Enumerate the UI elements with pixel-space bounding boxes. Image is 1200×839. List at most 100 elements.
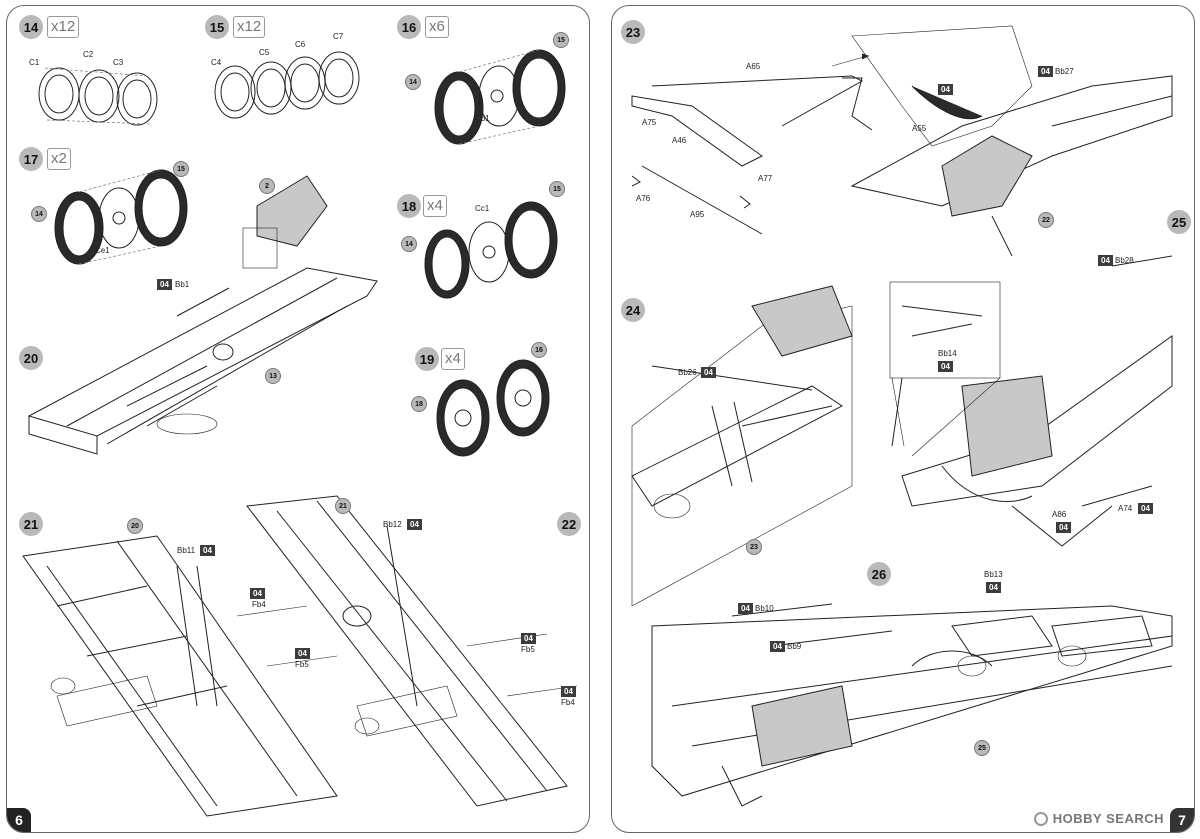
step-19-wheels: [436, 359, 550, 457]
step-14-rings: [38, 67, 158, 126]
part-label-a55: A55: [912, 124, 927, 133]
step-17-marker: 17: [19, 147, 43, 171]
ref-15-step18: 15: [549, 181, 565, 197]
step-16-quantity: x6: [425, 16, 449, 38]
right-page-artwork: [631, 25, 1173, 807]
paint-code-bb13: 04: [986, 582, 1001, 593]
step-18-wheel: [424, 201, 558, 299]
step-21-marker: 21: [19, 512, 43, 536]
paint-code-bb9: 04: [770, 641, 785, 652]
part-label-fb5-b: Fb5: [521, 645, 535, 654]
part-label-bb14: Bb14: [938, 349, 957, 358]
right-page: 23 24 25 26 A65 A75 A46 A76 A95 A77 04 A…: [611, 5, 1195, 833]
part-label-bb9: Bb9: [787, 642, 802, 651]
ref-13: 13: [265, 368, 281, 384]
part-label-c3: C3: [113, 58, 124, 67]
step-23-marker: 23: [621, 20, 645, 44]
step-17-quantity: x2: [47, 148, 71, 170]
ref-22: 22: [1038, 212, 1054, 228]
part-label-a74: A74: [1118, 504, 1133, 513]
paint-code-bb1: 04: [157, 279, 172, 290]
watermark-text: HOBBY SEARCH: [1052, 811, 1164, 826]
part-label-ce1: Ce1: [95, 246, 110, 255]
ref-14-step16: 14: [405, 74, 421, 90]
part-label-a86: A86: [1052, 510, 1067, 519]
part-label-fb4-a: Fb4: [252, 600, 266, 609]
part-label-a77: A77: [758, 174, 773, 183]
ref-14-step17: 14: [31, 206, 47, 222]
part-label-a76: A76: [636, 194, 651, 203]
paint-code-a86: 04: [1056, 522, 1071, 533]
step-14-marker: 14: [19, 15, 43, 39]
step-16-marker: 16: [397, 15, 421, 39]
step-24-marker: 24: [621, 298, 645, 322]
part-label-cc1: Cc1: [475, 204, 490, 213]
ref-21: 21: [335, 498, 351, 514]
ref-18: 18: [411, 396, 427, 412]
ref-2: 2: [259, 178, 275, 194]
ref-23: 23: [746, 539, 762, 555]
paint-code-bb12: 04: [407, 519, 422, 530]
page-number-left: 6: [7, 808, 31, 832]
step-18-marker: 18: [397, 194, 421, 218]
ref-15-step17: 15: [173, 161, 189, 177]
step-14-quantity: x12: [47, 16, 80, 38]
part-label-bb1: Bb1: [175, 280, 190, 289]
step-20-chassis: [27, 175, 378, 455]
part-label-c2: C2: [83, 50, 94, 59]
part-label-a95: A95: [690, 210, 705, 219]
hobby-search-logo-icon: [1033, 811, 1048, 826]
part-label-c5: C5: [259, 48, 270, 57]
step-26-marker: 26: [867, 562, 891, 586]
paint-code-fb5-b: 04: [521, 633, 536, 644]
part-label-a65: A65: [746, 62, 761, 71]
part-label-c4: C4: [211, 58, 222, 67]
part-label-cb1: Cb1: [475, 114, 490, 123]
part-label-a75: A75: [642, 118, 657, 127]
step-23-parts: [631, 25, 1173, 257]
ref-15-step16: 15: [553, 32, 569, 48]
part-label-bb28: Bb28: [1115, 256, 1134, 265]
paint-code-bb28: 04: [1098, 255, 1113, 266]
part-label-c1: C1: [29, 58, 40, 67]
step-20-marker: 20: [19, 346, 43, 370]
step-15-rings: [214, 51, 360, 119]
ref-16: 16: [531, 342, 547, 358]
left-page: 14 x12 15 x12 16 x6 17 x2 18 x4 19 x4 20…: [6, 5, 590, 833]
part-label-bb11: Bb11: [177, 546, 196, 555]
step-26-chassis: [651, 603, 1173, 807]
step-19-quantity: x4: [441, 348, 465, 370]
step-15-quantity: x12: [233, 16, 266, 38]
page-number-right: 7: [1170, 808, 1194, 832]
paint-code-fb4-b: 04: [561, 686, 576, 697]
part-label-c7: C7: [333, 32, 344, 41]
part-label-c6: C6: [295, 40, 306, 49]
step-17-wheel: [54, 169, 188, 265]
paint-code-bb26: 04: [701, 367, 716, 378]
left-page-artwork: [22, 49, 578, 817]
watermark: HOBBY SEARCH: [1033, 811, 1164, 826]
step-16-wheel: [434, 49, 566, 145]
step-21-chassis: [22, 535, 338, 817]
paint-code-a55: 04: [938, 84, 953, 95]
ref-14-step18: 14: [401, 236, 417, 252]
paint-code-bb14: 04: [938, 361, 953, 372]
part-label-a46: A46: [672, 136, 687, 145]
step-22-marker: 22: [557, 512, 581, 536]
step-25-chassis: [889, 255, 1173, 547]
part-label-bb13: Bb13: [984, 570, 1003, 579]
paint-code-a74: 04: [1138, 503, 1153, 514]
step-25-marker: 25: [1167, 210, 1191, 234]
part-label-bb27: Bb27: [1055, 67, 1074, 76]
part-label-bb12: Bb12: [383, 520, 402, 529]
paint-code-bb27: 04: [1038, 66, 1053, 77]
paint-code-fb4-a: 04: [250, 588, 265, 599]
part-label-bb10: Bb10: [755, 604, 774, 613]
step-19-marker: 19: [415, 347, 439, 371]
part-label-fb5-a: Fb5: [295, 660, 309, 669]
ref-20: 20: [127, 518, 143, 534]
paint-code-bb10: 04: [738, 603, 753, 614]
step-15-marker: 15: [205, 15, 229, 39]
paint-code-bb11: 04: [200, 545, 215, 556]
